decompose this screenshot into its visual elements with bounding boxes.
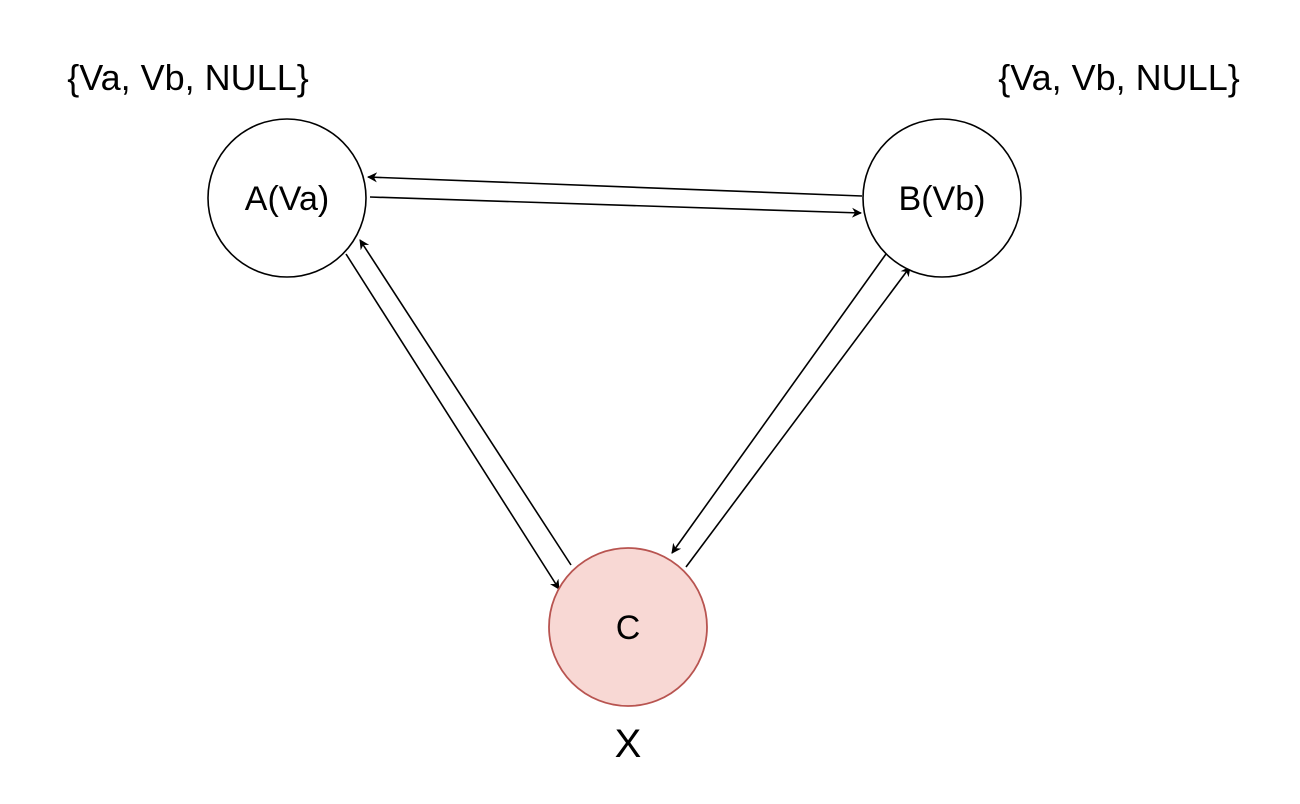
edge-c-to-b	[685, 266, 911, 568]
node-b-label: B(Vb)	[899, 180, 986, 218]
edge-b-to-c	[671, 253, 887, 554]
node-b-circle	[862, 118, 1022, 278]
edge-a-to-c	[345, 253, 560, 590]
edge-a-to-b	[369, 196, 862, 218]
edge-b-to-a	[367, 172, 863, 197]
edge-c-to-a	[359, 239, 572, 566]
node-c-status-label: X	[615, 722, 642, 766]
node-b-set-label: {Va, Vb, NULL}	[998, 57, 1240, 98]
node-a-set-label: {Va, Vb, NULL}	[67, 57, 309, 98]
node-c[interactable]: C	[548, 547, 708, 707]
node-a[interactable]: A(Va)	[207, 118, 367, 278]
node-c-circle	[548, 547, 708, 707]
node-a-circle	[207, 118, 367, 278]
node-c-label: C	[616, 609, 641, 647]
node-b[interactable]: B(Vb)	[862, 118, 1022, 278]
node-a-label: A(Va)	[245, 180, 329, 218]
